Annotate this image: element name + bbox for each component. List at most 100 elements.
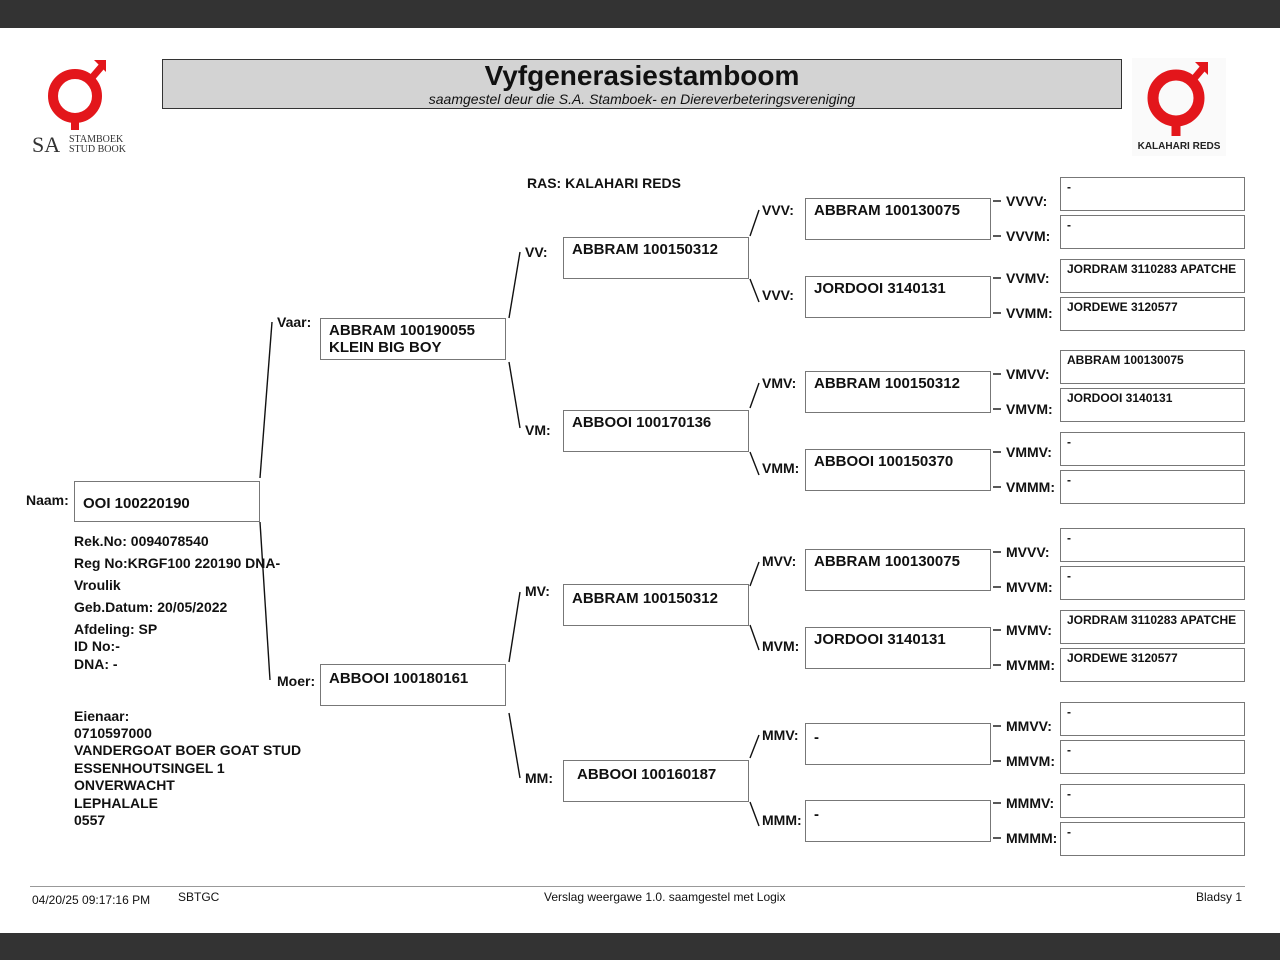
gen4-name: JORDOOI 3140131: [1067, 391, 1173, 405]
owner-line: VANDERGOAT BOER GOAT STUD: [74, 742, 302, 758]
gen4-box: -: [1060, 566, 1245, 600]
gen4-box: -: [1060, 702, 1245, 736]
footer-page: Bladsy 1: [1196, 890, 1243, 904]
owner-label: Eienaar:: [74, 708, 130, 724]
gen4-box: -: [1060, 215, 1245, 249]
gen3-name: ABBOOI 100150370: [814, 453, 954, 470]
gen2-name: ABBOOI 100160187: [577, 766, 717, 783]
gen4-name: -: [1067, 473, 1071, 487]
gen4-label: VVVV:: [1006, 193, 1048, 209]
gen4-label: VMVM:: [1006, 401, 1053, 417]
afdeling: Afdeling: SP: [74, 621, 158, 637]
gen2-box: ABBOOI 100160187: [563, 760, 749, 802]
gen4-label: VVMV:: [1006, 270, 1050, 286]
gen4-label: MMVV:: [1006, 718, 1052, 734]
dam-name: ABBOOI 100180161: [329, 670, 469, 687]
gen4-box: -: [1060, 740, 1245, 774]
gen4-name: JORDEWE 3120577: [1067, 300, 1178, 314]
footer-version: Verslag weergawe 1.0. saamgestel met Log…: [544, 890, 786, 904]
gen3-name: JORDOOI 3140131: [814, 280, 946, 297]
footer-datetime: 04/20/25 09:17:16 PM: [32, 893, 151, 907]
animal-name-box: OOI 100220190: [74, 481, 260, 522]
logo-stamboek-text: STAMBOEK STUD BOOK: [69, 135, 126, 155]
birth-date: Geb.Datum: 20/05/2022: [74, 599, 228, 615]
gen4-label: VMVV:: [1006, 366, 1050, 382]
gen4-name: JORDEWE 3120577: [1067, 651, 1178, 665]
gen4-label: VVVM:: [1006, 228, 1051, 244]
title-banner: Vyfgenerasiestamboom saamgestel deur die…: [162, 59, 1122, 109]
gen2-box: ABBRAM 100150312: [563, 584, 749, 626]
sire-name: ABBRAM 100190055: [329, 322, 475, 339]
gen2-name: ABBRAM 100150312: [572, 590, 718, 607]
gen4-label: MVVV:: [1006, 544, 1050, 560]
dam-box: ABBOOI 100180161: [320, 664, 506, 706]
gen3-box: ABBOOI 100150370: [805, 449, 991, 491]
gen3-label: MVV:: [762, 553, 797, 569]
gen2-name: ABBRAM 100150312: [572, 241, 718, 258]
id-no: ID No:-: [74, 638, 120, 654]
gen3-label: MMV:: [762, 727, 799, 743]
owner-line: LEPHALALE: [74, 795, 158, 811]
owner-line: 0710597000: [74, 725, 152, 741]
breed-label: RAS: KALAHARI REDS: [527, 175, 681, 191]
owner-line: ONVERWACHT: [74, 777, 175, 793]
gen4-name: -: [1067, 180, 1071, 194]
gen4-name: JORDRAM 3110283 APATCHE: [1067, 262, 1237, 276]
gen3-box: ABBRAM 100130075: [805, 198, 991, 240]
gen2-box: ABBRAM 100150312: [563, 237, 749, 279]
logo-caption: KALAHARI REDS: [1137, 141, 1221, 152]
top-bar: [0, 0, 1280, 28]
gen4-name: -: [1067, 531, 1071, 545]
gen4-box: JORDOOI 3140131: [1060, 388, 1245, 422]
gen2-label: VV:: [525, 244, 548, 260]
gen3-name: -: [814, 729, 819, 746]
bottom-bar: [0, 933, 1280, 960]
sex: Vroulik: [74, 577, 121, 593]
gen4-label: MMVM:: [1006, 753, 1055, 769]
gen3-box: -: [805, 800, 991, 842]
gen3-box: JORDOOI 3140131: [805, 627, 991, 669]
gen4-box: -: [1060, 177, 1245, 211]
gen4-name: -: [1067, 569, 1071, 583]
gen4-label: VMMV:: [1006, 444, 1052, 460]
gen4-label: MMMV:: [1006, 795, 1055, 811]
gen4-name: -: [1067, 218, 1071, 232]
gen4-box: -: [1060, 784, 1245, 818]
gen4-box: JORDEWE 3120577: [1060, 648, 1245, 682]
gen4-box: ABBRAM 100130075: [1060, 350, 1245, 384]
gen3-name: -: [814, 806, 819, 823]
sire-box: ABBRAM 100190055 KLEIN BIG BOY: [320, 318, 506, 360]
gen3-box: JORDOOI 3140131: [805, 276, 991, 318]
gen4-box: JORDRAM 3110283 APATCHE: [1060, 259, 1245, 293]
gen2-name: ABBOOI 100170136: [572, 414, 712, 431]
sire-label: Vaar:: [277, 314, 312, 330]
animal-name: OOI 100220190: [83, 495, 190, 512]
sa-studbook-mark-icon: [48, 60, 106, 130]
gen4-label: VMMM:: [1006, 479, 1055, 495]
gen2-label: MV:: [525, 583, 550, 599]
rek-no: Rek.No: 0094078540: [74, 533, 209, 549]
gen3-name: JORDOOI 3140131: [814, 631, 946, 648]
sire-name-line2: KLEIN BIG BOY: [329, 339, 442, 356]
gen4-box: JORDRAM 3110283 APATCHE: [1060, 610, 1245, 644]
gen3-label: VMM:: [762, 460, 800, 476]
gen4-name: ABBRAM 100130075: [1067, 353, 1184, 367]
gen4-name: -: [1067, 435, 1071, 449]
reg-no: Reg No:KRGF100 220190 DNA-: [74, 555, 281, 571]
gen4-name: JORDRAM 3110283 APATCHE: [1067, 613, 1237, 627]
logo-line1: STAMBOEK: [69, 134, 124, 145]
footer-rule: [30, 886, 1245, 887]
sa-studbook-logo: SA STAMBOEK STUD BOOK: [30, 56, 134, 157]
gen4-name: -: [1067, 743, 1071, 757]
gen3-name: ABBRAM 100130075: [814, 553, 960, 570]
gen2-label: VM:: [525, 422, 551, 438]
gen4-label: MVVM:: [1006, 579, 1053, 595]
gen4-label: MVMM:: [1006, 657, 1055, 673]
gen3-box: ABBRAM 100150312: [805, 371, 991, 413]
gen4-box: -: [1060, 528, 1245, 562]
gen3-name: ABBRAM 100150312: [814, 375, 960, 392]
dna: DNA: -: [74, 656, 118, 672]
animal-name-label: Naam:: [26, 492, 69, 508]
gen4-name: -: [1067, 787, 1071, 801]
